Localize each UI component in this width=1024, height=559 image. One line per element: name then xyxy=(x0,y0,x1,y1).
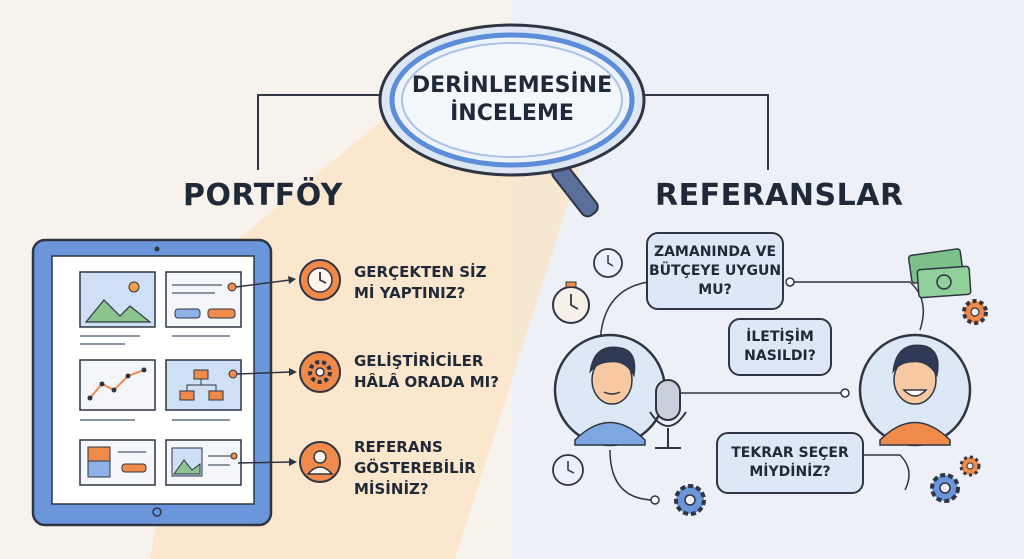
speech-bubble-rehire: TEKRAR SEÇER MİYDİNİZ? xyxy=(716,432,864,494)
lens-title: DERİNLEMESİNE İNCELEME xyxy=(411,73,613,126)
person-icon xyxy=(299,441,341,483)
connector-left xyxy=(257,94,395,170)
microphone-icon xyxy=(649,379,687,449)
question-1: GERÇEKTEN SİZ Mİ YAPTINIZ? xyxy=(354,263,487,302)
arrow-2 xyxy=(236,368,297,376)
gear-icon-lower-right xyxy=(930,455,981,503)
magnifier-icon xyxy=(378,23,646,177)
avatar-reference-left xyxy=(553,333,667,447)
clock-icon-small xyxy=(593,248,623,278)
gear-icon-bottom xyxy=(674,484,706,516)
tablet-illustration xyxy=(31,238,273,527)
question-3: REFERANS GÖSTEREBİLİR MİSİNİZ? xyxy=(354,438,476,498)
clock-icon xyxy=(299,259,341,301)
arrow-3 xyxy=(237,458,297,466)
question-2: GELİŞTİRİCİLER HÂLÂ ORADA MI? xyxy=(354,352,499,391)
references-heading: REFERANSLAR xyxy=(655,178,904,213)
gear-icon xyxy=(299,351,341,393)
portfolio-heading: PORTFÖY xyxy=(183,178,343,213)
gear-icon-right xyxy=(962,299,988,325)
arrow-1 xyxy=(235,276,296,288)
clock-icon-bottom xyxy=(552,454,584,486)
connector-right xyxy=(640,94,769,170)
speech-bubble-budget: ZAMANINDA VE BÜTÇEYE UYGUN MU? xyxy=(646,232,784,310)
stopwatch-icon xyxy=(552,281,590,324)
money-icon xyxy=(907,248,972,299)
speech-bubble-communication: İLETİŞİM NASILDI? xyxy=(728,318,832,376)
avatar-reference-right xyxy=(858,333,972,447)
